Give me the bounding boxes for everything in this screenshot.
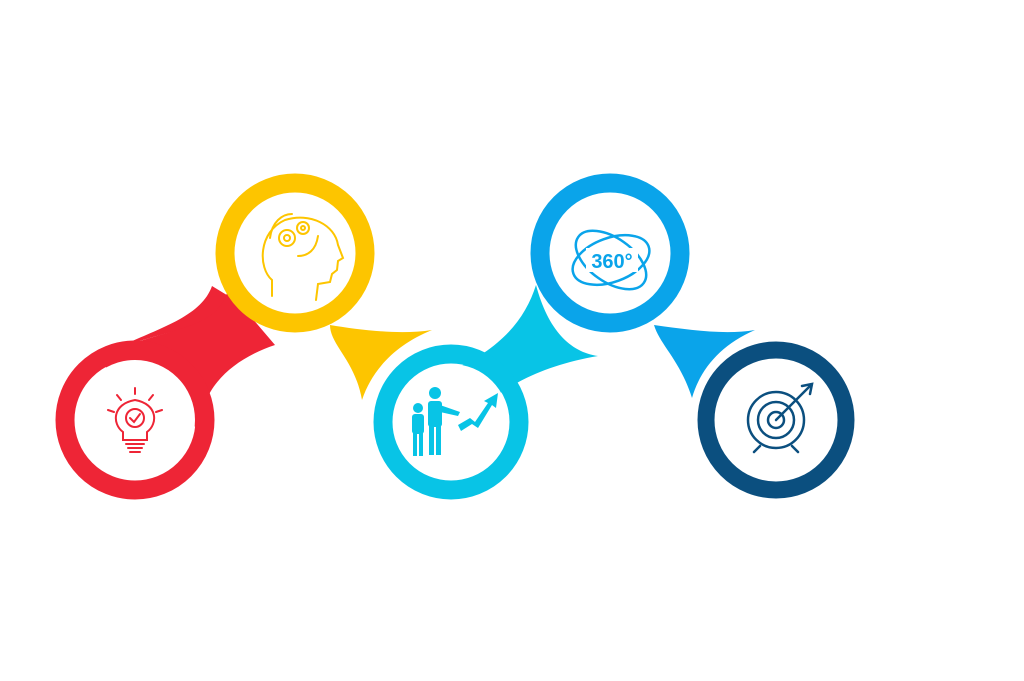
connector-blue — [654, 325, 755, 398]
step-growth — [373, 344, 529, 500]
target-arrow-icon — [746, 382, 814, 454]
ring-target — [697, 341, 855, 499]
lightbulb-check-icon — [107, 387, 163, 453]
ring-growth — [373, 344, 529, 500]
ring-overview — [530, 173, 690, 333]
ring-idea — [55, 340, 215, 500]
360-degree-icon — [571, 229, 651, 291]
step-target — [697, 341, 855, 499]
step-idea — [55, 340, 215, 500]
360-label: 360° — [591, 251, 632, 273]
people-growth-arrow-icon — [412, 387, 498, 456]
connector-yellow — [330, 325, 432, 400]
head-gears-icon — [261, 213, 345, 301]
connector-red — [110, 286, 235, 352]
step-overview: 360° — [530, 173, 690, 333]
step-thinking — [215, 173, 375, 333]
ring-thinking — [215, 173, 375, 333]
